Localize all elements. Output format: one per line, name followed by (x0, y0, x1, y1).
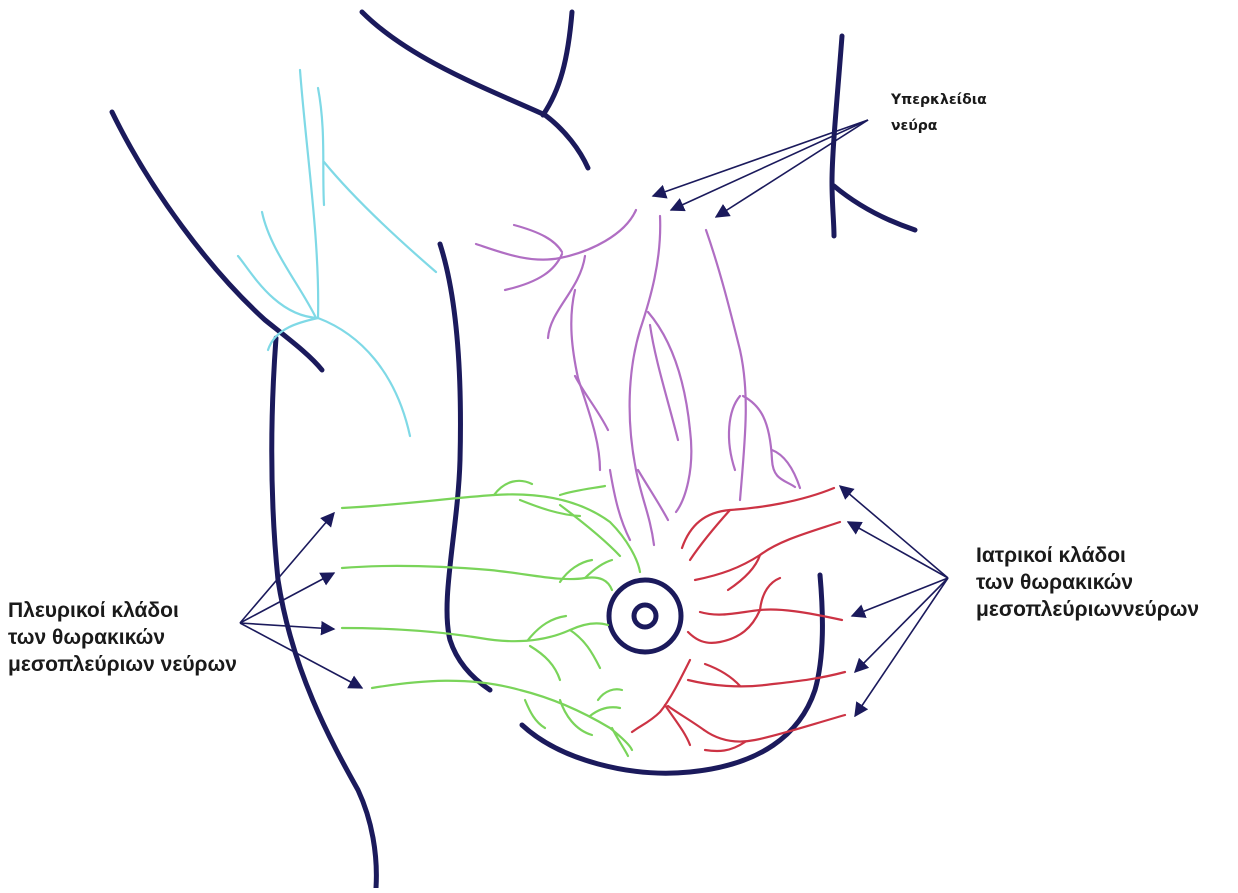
areola (609, 580, 681, 652)
breast-outer-line (440, 244, 490, 690)
label-supraclavicular-line1: Υπερκλείδια (890, 92, 987, 108)
nipple (634, 605, 656, 627)
label-medial-branches: Ιατρικοί κλάδοι των θωρακικών μεσοπλεύρι… (976, 544, 1199, 621)
lateral-arrows (240, 513, 362, 688)
label-medial-line2: των θωρακικών (976, 571, 1133, 594)
breast-lower-curve (522, 575, 822, 773)
label-supraclavicular-line2: νεύρα (891, 118, 938, 134)
shoulder-branch (834, 186, 915, 230)
supraclavicular-arrows (653, 120, 868, 217)
label-supraclavicular: Υπερκλείδια νεύρα (890, 92, 987, 134)
label-medial-line3: μεσοπλεύριωννεύρων (976, 598, 1199, 621)
label-lateral-line1: Πλευρικοί κλάδοι (8, 599, 179, 622)
medial-arrows (840, 486, 948, 716)
neck-line (543, 12, 572, 115)
arm-line (112, 112, 322, 370)
label-lateral-line3: μεσοπλεύριων νεύρων (8, 653, 237, 676)
body-outline (112, 12, 915, 888)
label-medial-line1: Ιατρικοί κλάδοι (976, 544, 1126, 567)
label-lateral-branches: Πλευρικοί κλάδοι των θωρακικών μεσοπλεύρ… (8, 599, 237, 676)
torso-side (272, 338, 377, 888)
lateral-branches (342, 481, 640, 756)
medial-branches (632, 488, 845, 751)
axillary-nerves (238, 70, 436, 436)
label-lateral-line2: των θωρακικών (8, 626, 165, 649)
